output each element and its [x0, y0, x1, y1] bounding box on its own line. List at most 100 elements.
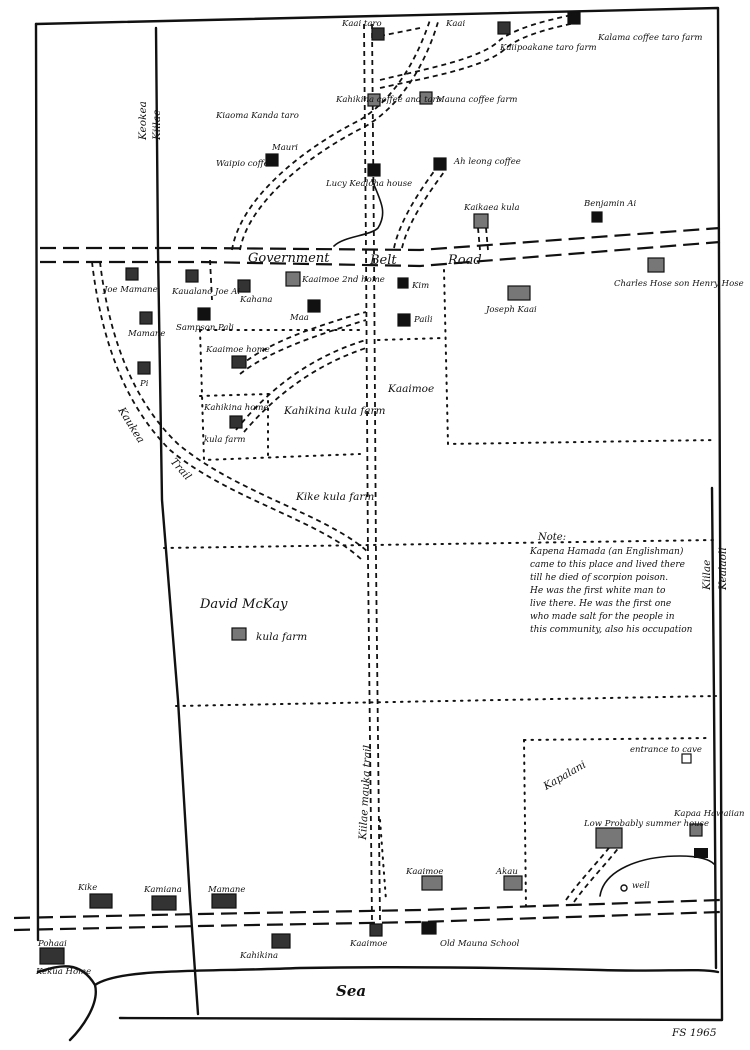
label-kiilae-right: Kiilae — [701, 560, 713, 591]
government-belt-road-south — [40, 240, 721, 268]
label-pi: Pi — [139, 379, 149, 389]
label-kiilae-left: Kiilae — [151, 110, 163, 141]
label-kaaimoe-lower: Kaaimoe — [405, 867, 443, 877]
label-sampson-pali: Sampson Pali — [176, 323, 234, 333]
historical-note: Note: Kapena Hamada (an Englishman) came… — [529, 532, 693, 635]
upper-trail-5 — [379, 27, 421, 37]
label-lucy-kealoha: Lucy Kealoha house — [325, 179, 412, 189]
map-frame — [34, 6, 724, 1022]
building-benjamin — [591, 211, 603, 223]
property-line-8 — [523, 737, 711, 741]
building-kaaimoe-shore — [369, 923, 383, 937]
property-line-10 — [379, 819, 387, 901]
label-entrance-cave: entrance to cave — [630, 745, 702, 755]
kealaoli-boundary-line — [710, 486, 718, 970]
label-kaaimoe-shore: Kaaimoe — [349, 939, 387, 949]
label-kaukea-trail: Kaukea — [115, 404, 147, 445]
label-kahikina-kula: Kahikina kula farm — [283, 405, 386, 417]
label-mauna-coffee: Mauna coffee farm — [435, 95, 518, 105]
upper-trail-2 — [239, 21, 439, 251]
upper-trail-9 — [485, 227, 489, 251]
label-kaaimoe-field: Kaaimoe — [387, 383, 434, 395]
label-road-road: Road — [447, 253, 482, 268]
note-line-7: this community, also his occupation — [530, 625, 693, 635]
building-kaikaea — [473, 213, 489, 229]
label-kaaimoe-2nd: Kaaimoe 2nd home — [301, 275, 385, 285]
building-paili — [397, 313, 411, 327]
building-joseph-kaai — [507, 285, 531, 301]
label-maa: Maa — [289, 313, 309, 323]
label-kaiipoakane: Kaiipoakane taro farm — [499, 43, 597, 53]
label-kula-farm: kula farm — [204, 435, 245, 445]
kaukea-trail-2 — [99, 261, 369, 553]
label-charles-hose: Charles Hose son Henry Hose — [614, 279, 744, 289]
well-outline — [599, 855, 715, 897]
label-paili: Paili — [413, 315, 433, 325]
label-kahana: Kahana — [239, 295, 273, 305]
building-kahikina-home — [229, 415, 243, 429]
label-kiilae-mauka-trail: Kiilae mauka trail — [357, 745, 374, 841]
building-maa — [307, 299, 321, 313]
kiilae-mauka-trail-west — [363, 23, 373, 921]
label-ah-leong: Ah leong coffee — [453, 157, 521, 167]
label-keokea: Keokea — [137, 101, 149, 141]
label-kike-lower: Kike — [77, 883, 97, 893]
building-kaaimoe-2nd — [285, 271, 301, 287]
kaukea-trail-1 — [91, 261, 363, 561]
signature: FS 1965 — [671, 1027, 717, 1039]
building-ah-leong — [433, 157, 447, 171]
label-kahikina-coffee: Kahikina coffee and taro — [335, 95, 442, 105]
kaaimoe-trail-1 — [239, 311, 367, 367]
note-line-1: Kapena Hamada (an Englishman) — [529, 546, 684, 557]
label-kula-farm-2: kula farm — [256, 631, 307, 643]
coastal-road-south — [13, 910, 721, 932]
lower-right-trail-1 — [565, 843, 613, 901]
label-kalama: Kalama coffee taro farm — [597, 33, 702, 43]
label-kike-kula: Kike kula farm — [295, 491, 374, 503]
well-marker — [620, 884, 628, 892]
building-kahana — [237, 279, 251, 293]
note-line-5: live there. He was the first one — [530, 599, 671, 609]
property-line-4 — [377, 337, 445, 341]
label-trail: Trail — [168, 456, 194, 483]
building-kaualano — [185, 269, 199, 283]
property-line-5 — [443, 269, 717, 446]
kahikina-trail-2 — [243, 347, 367, 433]
label-low-probably: Low Probably summer house — [583, 819, 709, 829]
map-frame-left — [34, 22, 40, 942]
coastal-road-north — [13, 898, 721, 920]
label-kaikaea-kula: Kaikaea kula — [463, 203, 520, 213]
building-old-mauna-school — [421, 921, 437, 935]
building-pohaai — [39, 947, 65, 965]
building-mauri — [265, 153, 279, 167]
lower-right-trail-2 — [573, 845, 621, 903]
label-mamane: Mamane — [127, 329, 165, 339]
label-joseph-kaai: Joseph Kaai — [484, 305, 537, 315]
buildings — [39, 11, 703, 965]
note-line-3: till he died of scorpion poison. — [530, 573, 668, 583]
property-line-7 — [175, 695, 717, 707]
lucy-path — [333, 179, 384, 247]
upper-trail-4 — [379, 21, 579, 89]
well-block — [694, 848, 708, 858]
kiilae-mauka-trail-east — [371, 23, 381, 921]
building-mamane-lower — [211, 893, 237, 909]
building-kahikina-coffee — [367, 93, 381, 107]
label-pohaai: Pohaai — [37, 939, 67, 949]
label-benjamin-ai: Benjamin Ai — [583, 199, 637, 209]
building-charles-hose — [647, 257, 665, 273]
label-david-mckay: David McKay — [199, 597, 288, 612]
building-kalama — [567, 11, 581, 25]
label-kapalani: Kapalani — [541, 759, 588, 793]
label-akau: Akau — [495, 867, 518, 877]
property-line-1 — [199, 329, 361, 462]
building-akau — [503, 875, 523, 891]
property-line-6 — [163, 539, 717, 549]
building-kamiana — [151, 895, 177, 911]
label-mauri: Mauri — [271, 143, 298, 153]
building-mamane — [139, 311, 153, 325]
label-road-belt: Belt — [369, 253, 397, 268]
label-kahikina-shore: Kahikina — [239, 951, 278, 961]
label-kaaimoe-home: Kaaimoe home — [205, 345, 270, 355]
